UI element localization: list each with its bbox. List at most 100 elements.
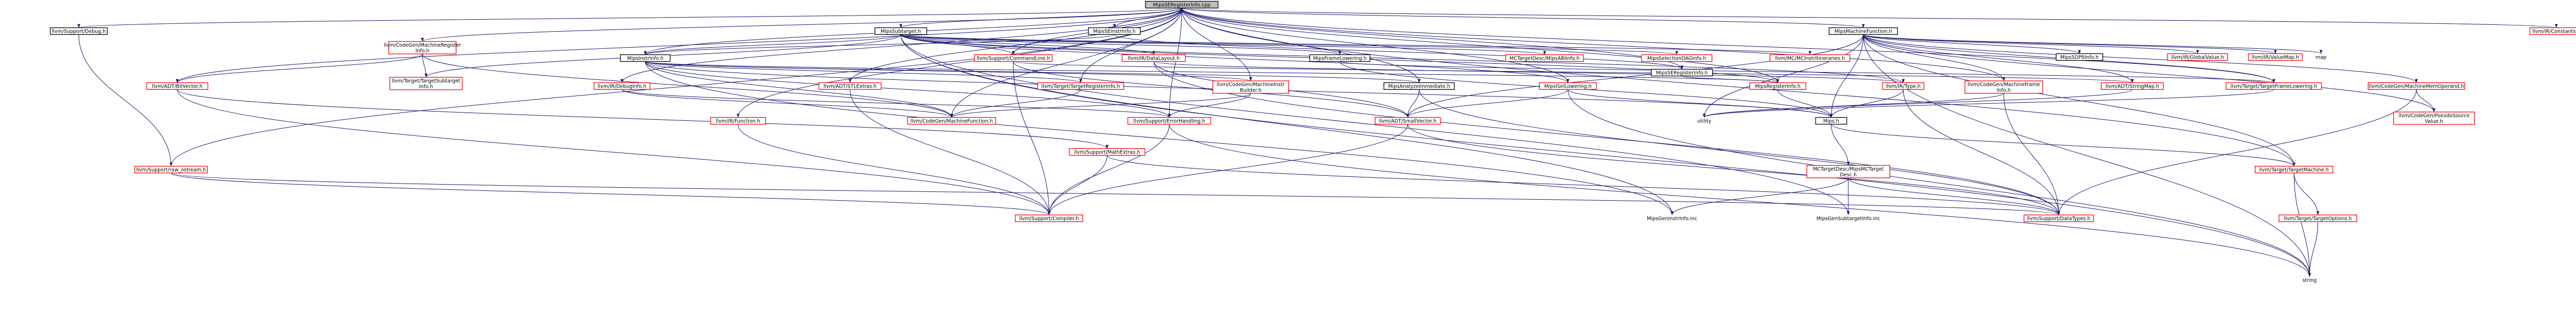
edge-strmap-to-utility [1703, 89, 2133, 118]
node-stlextras[interactable]: llvm/ADT/STLExtras.h [818, 82, 882, 90]
node-label-datalayout: llvm/IR/DataLayout.h [1128, 56, 1180, 62]
node-irvaluemap[interactable]: llvm/IR/ValueMap.h [2248, 53, 2303, 61]
node-rawostream[interactable]: llvm/Support/raw_ostream.h [134, 165, 208, 174]
node-label-mcmips-1: Desc.h [1840, 172, 1857, 178]
node-box-mregh [1749, 82, 1806, 90]
edge-root-to-mregh [1181, 8, 1779, 83]
node-label-isellow: MipsISelLowering.h [1544, 84, 1591, 90]
edge-subtarget-to-instrinfo [644, 34, 901, 55]
edge-root-to-cgmframe [1181, 8, 2005, 81]
node-seinstr[interactable]: MipsSEInstrInfo.h [1088, 27, 1141, 35]
edge-instrinfo-to-tgtreginfo [645, 61, 1082, 83]
node-mipsh[interactable]: Mips.h [1815, 117, 1847, 125]
node-cgmf[interactable]: llvm/CodeGen/MachineFunction.h [907, 117, 996, 125]
node-mcasm[interactable]: MCTargetDesc/MipsABIInfo.h [1505, 54, 1584, 62]
node-label-irfunc: llvm/IR/Function.h [716, 119, 760, 124]
node-irtype[interactable]: llvm/IR/Type.h [1882, 82, 1924, 90]
node-label-tgtsubtgt-0: llvm/Target/TargetSubtarget [392, 78, 461, 84]
edge-irfunc-to-compiler [738, 124, 1051, 215]
node-irconst[interactable]: llvm/IR/Constants.h [2529, 27, 2576, 35]
node-label-irconst: llvm/IR/Constants.h [2532, 29, 2576, 35]
node-cgmemop[interactable]: llvm/CodeGen/MachineMemOperand.h [2368, 82, 2465, 90]
node-box-datalayout [1122, 54, 1186, 62]
node-errh[interactable]: llvm/Support/ErrorHandling.h [1127, 117, 1211, 125]
edge-mipsh-to-tgtmach [1831, 124, 2296, 166]
node-mregh[interactable]: MipsRegisterInfo.h [1749, 82, 1806, 90]
node-smallvec[interactable]: llvm/ADT/SmallVector.h [1375, 117, 1441, 125]
node-label-errh: llvm/Support/ErrorHandling.h [1134, 119, 1206, 124]
edge-stlextras-to-compiler [850, 89, 1051, 215]
node-label-cmdline: llvm/Support/CommandLine.h [976, 56, 1050, 62]
node-label-string: string [2302, 278, 2316, 284]
node-map: map [2315, 55, 2326, 61]
node-box-tgtframe [2226, 82, 2322, 90]
node-label-mregh: MipsRegisterInfo.h [1755, 84, 1801, 90]
edge-mregh-to-mipsh [1777, 89, 1833, 118]
edge-machfunc-to-string [1863, 34, 2311, 277]
node-isellow[interactable]: MipsISelLowering.h [1539, 82, 1597, 90]
node-box-seldag [1641, 54, 1712, 62]
node-sdplt[interactable]: MipsSDPltInfo.h [2056, 53, 2103, 61]
node-label-gensubtgt: MipsGenSubtargetInfo.inc [1817, 216, 1880, 222]
edge-smallvec-to-compiler [1048, 124, 1408, 215]
node-instrinfo[interactable]: MipsInstrInfo.h [620, 54, 671, 62]
node-label-rawostream: llvm/Support/raw_ostream.h [136, 168, 206, 173]
node-box-pseudosrc [2393, 111, 2475, 125]
node-irfunc[interactable]: llvm/IR/Function.h [710, 117, 766, 125]
edge-isellow-to-mipsh [1567, 89, 1833, 118]
edge-mcmips-to-datatypes [1848, 177, 2060, 215]
node-framelow[interactable]: MipsFrameLowering.h [1309, 54, 1370, 62]
node-datatypes[interactable]: llvm/Support/DataTypes.h [2023, 214, 2094, 222]
edge-subtarget-to-seldag [900, 34, 1678, 55]
node-box-tgtreginfo [1037, 82, 1124, 90]
node-bitvec[interactable]: llvm/ADT/BitVector.h [146, 82, 208, 90]
node-datalayout[interactable]: llvm/IR/DataLayout.h [1122, 54, 1186, 62]
node-label-mcasm: MCTargetDesc/MipsABIInfo.h [1509, 56, 1579, 62]
node-tgtopts[interactable]: llvm/Target/TargetOptions.h [2278, 214, 2357, 222]
node-machfunc[interactable]: MipsMachineFunction.h [1829, 27, 1898, 35]
edge-cgmri-to-cgmf [422, 53, 953, 118]
node-label-cgmemop: llvm/CodeGen/MachineMemOperand.h [2369, 84, 2464, 90]
node-tgtreginfo[interactable]: llvm/Target/TargetRegisterInfo.h [1037, 82, 1124, 90]
node-irglobal[interactable]: llvm/IR/GlobalValue.h [2167, 53, 2228, 61]
node-box-subtarget [874, 27, 927, 35]
edge-mathextras-to-compiler [1048, 155, 1108, 215]
node-seldag[interactable]: MipsSelectionDAGInfo.h [1641, 54, 1712, 62]
node-tgtframe[interactable]: llvm/Target/TargetFrameLowering.h [2226, 82, 2322, 90]
node-cmdline[interactable]: llvm/Support/CommandLine.h [974, 54, 1053, 62]
edge-isellow-to-smallvec [1406, 89, 1568, 118]
node-box-seregh [1651, 68, 1713, 77]
edge-machfunc-to-utility [1703, 34, 1864, 118]
node-label-framelow: MipsFrameLowering.h [1313, 56, 1367, 62]
node-label-geninstr: MipsGenInstrInfo.inc [1647, 216, 1697, 222]
edge-subtarget-to-geninstr [900, 34, 1674, 215]
node-label-irtype: llvm/IR/Type.h [1886, 84, 1921, 90]
node-tgtmach[interactable]: llvm/Target/TargetMachine.h [2255, 165, 2333, 174]
node-box-cmdline [974, 54, 1053, 62]
edge-seinstr-to-seregh [1114, 34, 1683, 69]
node-analyzeimm[interactable]: MipsAnalyzeImmediate.h [1383, 82, 1455, 90]
node-strmap[interactable]: llvm/ADT/StringMap.h [2101, 82, 2164, 90]
node-box-cgmf [907, 117, 996, 125]
edge-root-to-machfunc [1181, 8, 1865, 28]
node-compiler[interactable]: llvm/Support/Compiler.h [1015, 214, 1083, 222]
node-irdebug[interactable]: llvm/IR/DebugInfo.h [593, 82, 650, 90]
node-mathextras[interactable]: llvm/Support/MathExtras.h [1069, 148, 1145, 156]
node-box-strmap [2101, 82, 2164, 90]
node-debug[interactable]: llvm/Support/Debug.h [50, 27, 108, 35]
edge-cgmemop-to-pseudosrc [2416, 89, 2436, 113]
edge-errh-to-compiler [1048, 124, 1170, 215]
node-label-minstrbuild-0: llvm/CodeGen/MachineInstr [1216, 82, 1284, 88]
node-mcinstritin[interactable]: llvm/MC/MCInstrItineraries.h [1770, 54, 1850, 62]
edge-datalayout-to-irtype [1153, 61, 1905, 83]
node-label-compiler: llvm/Support/Compiler.h [1019, 216, 1079, 222]
node-subtarget[interactable]: MipsSubtarget.h [874, 27, 927, 35]
node-seregh[interactable]: MipsSERegisterInfo.h [1651, 68, 1713, 77]
